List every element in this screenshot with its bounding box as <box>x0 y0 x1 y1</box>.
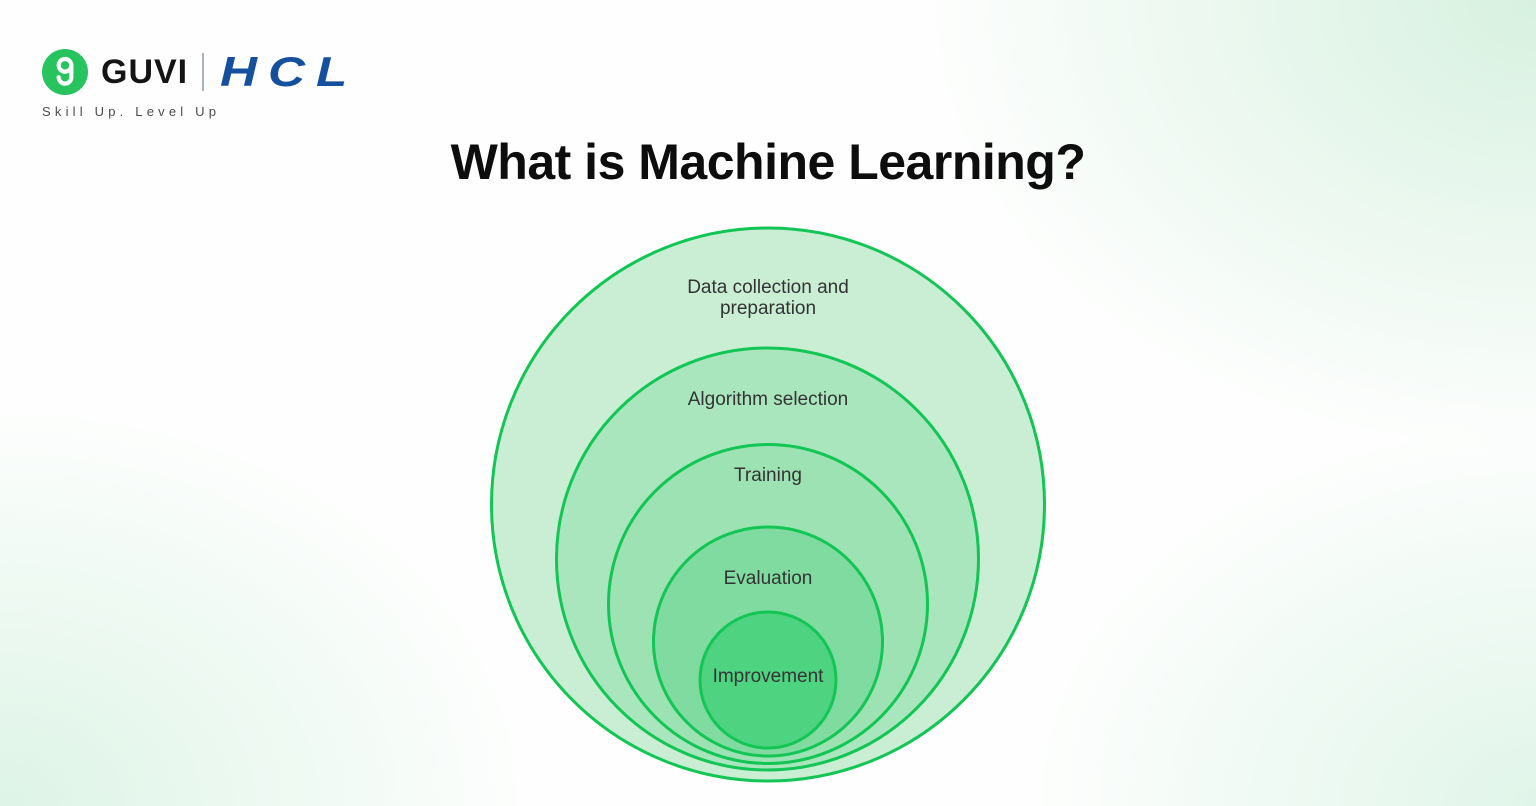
brand-header: GUVI HCL Skill Up. Level Up <box>42 49 347 119</box>
guvi-logo-icon <box>42 49 88 95</box>
label-data-collection: Data collection and preparation <box>687 277 849 319</box>
brand-divider <box>202 53 205 91</box>
label-algorithm-selection: Algorithm selection <box>687 389 849 410</box>
brand-row: GUVI HCL <box>42 49 347 95</box>
label-improvement: Improvement <box>712 666 824 687</box>
hcl-wordmark: HCL <box>220 48 359 95</box>
label-training: Training <box>734 465 802 486</box>
circle-improvement <box>698 610 838 750</box>
page-title: What is Machine Learning? <box>450 134 1086 190</box>
label-evaluation: Evaluation <box>723 568 813 589</box>
guvi-wordmark: GUVI <box>101 52 189 91</box>
brand-tagline: Skill Up. Level Up <box>42 104 221 119</box>
